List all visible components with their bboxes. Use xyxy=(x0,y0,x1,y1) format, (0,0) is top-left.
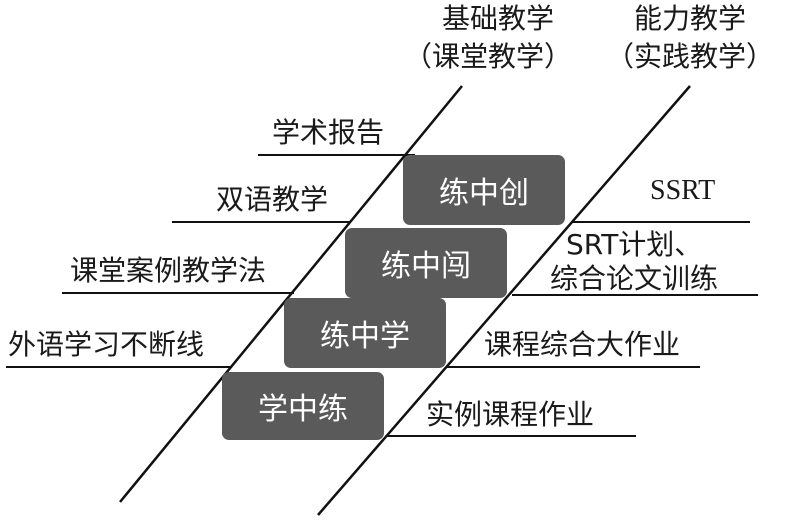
label-case-teaching-method: 课堂案例教学法 xyxy=(70,254,267,287)
label-bilingual-teaching: 双语教学 xyxy=(216,183,329,216)
label-srt-plan: SRT计划、 xyxy=(566,228,703,261)
basic-teaching-header-subtitle: （课堂教学） xyxy=(403,40,572,73)
stage-box-practice-explore: 练中闯 xyxy=(345,228,507,298)
ability-teaching-header-title: 能力教学 xyxy=(633,2,746,35)
stage-box-learn-practice: 学中练 xyxy=(222,372,384,440)
ability-teaching-header-subtitle: （实践教学） xyxy=(605,40,774,73)
label-case-homework: 实例课程作业 xyxy=(426,398,595,431)
ability-teaching-axis xyxy=(317,85,691,516)
label-comprehensive-thesis: 综合论文训练 xyxy=(550,262,719,295)
label-foreign-language: 外语学习不断线 xyxy=(8,328,205,361)
label-academic-report: 学术报告 xyxy=(272,116,385,149)
basic-teaching-header-title: 基础教学 xyxy=(441,2,554,35)
label-course-project: 课程综合大作业 xyxy=(484,328,681,361)
stage-box-practice-learn: 练中学 xyxy=(284,298,446,368)
label-ssrt: SSRT xyxy=(650,175,716,206)
stage-box-practice-create: 练中创 xyxy=(403,155,565,225)
